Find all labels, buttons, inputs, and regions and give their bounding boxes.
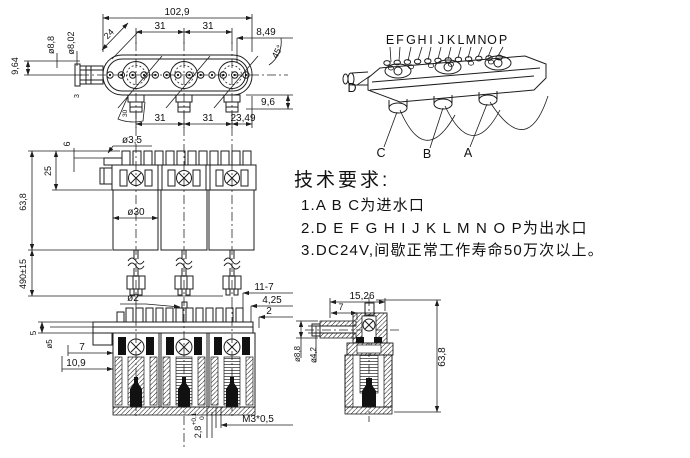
section-units [112,332,256,416]
port-label-H: H [417,33,426,47]
port-label-N: N [477,33,486,47]
iso-side-tube [342,71,369,86]
dim-port-angle: 30 [122,109,129,117]
top-view: 30 102,9 31 31 [10,7,293,128]
port-label-P: P [499,33,507,47]
port-label-D: D [347,81,356,95]
dim-b2: 31 [202,113,214,124]
port-label-I: I [429,33,432,47]
dim-right-h: 9,6 [261,97,275,108]
dim-overall: 102,9 [164,7,189,18]
dim-d109: 10,9 [66,358,86,369]
port-label-L: L [458,33,465,47]
dim-corner: 8,49 [256,27,276,38]
dim-slot: 24 [102,27,116,41]
port-label-E: E [386,33,394,47]
dim-gap-tol-up: +0,1 [191,412,198,425]
dim-angle: 45° [270,43,285,60]
dim-upper: 25 [43,166,53,176]
dim-plate: 5 [29,330,38,335]
note-2: 2.D E F G H I J K L M N O P为出水口 [301,220,588,237]
dim-fin-t: 2 [266,306,272,317]
dim-bore: ø5 [45,339,54,349]
port-label-M: M [466,33,476,47]
note-1: 1.A B C为进水口 [301,197,425,214]
dim-pitch1: 31 [154,21,166,32]
dim-pitch2: 31 [202,21,214,32]
port-label-G: G [406,33,416,47]
side-tube [311,320,357,339]
dim-d7b: 7 [338,302,343,312]
dim-tube-id: ø8,02 [66,31,76,54]
port-label-F: F [396,33,404,47]
side-upper-body [346,302,394,356]
front-view: 6 ø3,5 25 63,8 490±15 ø30 [18,135,257,297]
side-view-dims: 15,26 7 ø8,8 ø4,2 63,8 [293,291,448,413]
front-view-dims: 6 ø3,5 25 63,8 490±15 ø30 [18,135,223,297]
port-label-B: B [423,147,431,161]
section-view: ø2 11-7 4,25 2 5 ø5 7 10,9 [29,282,293,438]
dim-od: ø8,8 [293,345,302,362]
dim-tube-od: ø8,8 [46,36,56,54]
note-3: 3.DC24V,间歇正常工作寿命50万次以上。 [301,241,604,259]
dim-height2: 63,8 [437,347,448,367]
port-label-O: O [487,33,497,47]
side-cylinder [344,354,393,415]
port-label-A: A [464,146,473,160]
dim-d7: 7 [79,342,85,353]
dim-pin: ø2 [127,293,139,304]
dim-gap-tol-dn: 0 [199,416,206,420]
dim-width: 15,26 [349,291,374,302]
notes-title: 技术要求: [294,169,390,191]
section-view-dims: ø2 11-7 4,25 2 5 ø5 7 10,9 [29,282,293,438]
dim-id: ø4,2 [309,346,318,363]
dim-left-h: 9,64 [10,57,20,75]
outlet-ports-row [106,71,250,79]
iso-inlet-ports [388,91,498,114]
port-label-C: C [376,146,385,160]
dim-wire: 490±15 [18,259,28,289]
dim-step: 6 [62,141,72,146]
dim-coil: ø30 [127,207,145,218]
inlet-stubs: 30 [117,94,241,123]
technical-notes: 技术要求: 1.A B C为进水口 2.D E F G H I J K L M … [294,169,604,259]
front-valve-heads [119,165,249,190]
iso-view: E F G H I J K L M N O P D C B A [342,33,549,161]
front-fins [121,150,252,166]
dim-tube-len: 3 [74,94,81,98]
dim-thread: M3*0,5 [242,414,274,425]
iso-labels: E F G H I J K L M N O P D C B A [347,33,507,161]
dim-gap: 2,8 [193,426,203,439]
lead-wires [126,250,242,296]
dim-hole: ø3,5 [122,135,142,146]
side-section-view: 15,26 7 ø8,8 ø4,2 63,8 [293,291,448,422]
dim-b3: 23,49 [230,113,255,124]
dim-height: 63,8 [18,193,28,211]
dim-fins: 11-7 [254,282,274,293]
port-label-J: J [438,33,444,47]
port-label-K: K [447,33,456,47]
dim-b1: 31 [154,113,166,124]
dim-fin-h: 4,25 [262,295,282,306]
